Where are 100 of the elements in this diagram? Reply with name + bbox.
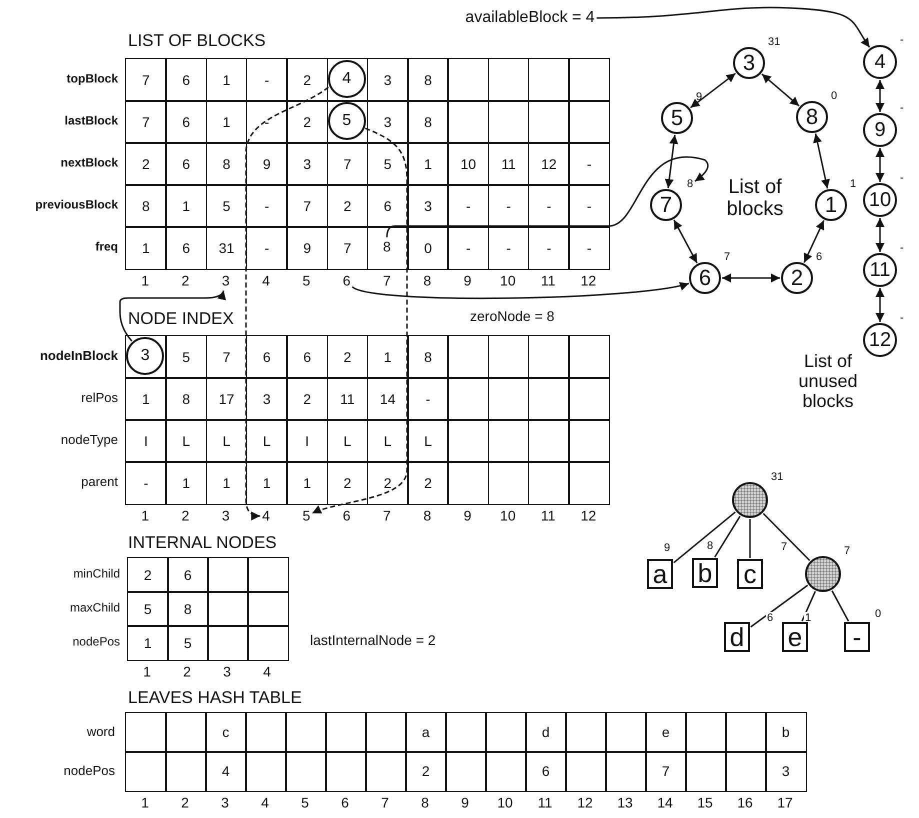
table-cell: 8	[167, 591, 208, 626]
table-cell: 2	[127, 557, 168, 592]
table-cell: L	[165, 419, 208, 462]
variable-note: availableBlock = 4	[465, 9, 595, 27]
table-cell: 5	[206, 184, 248, 228]
table-cell: L	[366, 419, 409, 462]
table-cell: 1	[206, 100, 248, 144]
table-cell: L	[407, 419, 449, 462]
table-cell: 2	[286, 377, 328, 420]
table-cell: 1	[366, 335, 409, 378]
table-cell: L	[246, 419, 288, 462]
column-index: 1	[143, 664, 151, 680]
table-cell: 1	[125, 226, 167, 270]
circled-value: 4	[328, 60, 366, 98]
column-index: 16	[737, 795, 753, 811]
table-cell: 31	[206, 226, 248, 270]
table-cell: 3	[765, 751, 806, 792]
column-index: 1	[141, 273, 150, 289]
frequency-label: 31	[771, 472, 784, 483]
table-cell: -	[246, 184, 288, 228]
column-index: 17	[777, 795, 793, 811]
list-caption: List of unused blocks	[797, 352, 859, 412]
column-index: 13	[617, 795, 633, 811]
table-title: LIST OF BLOCKS	[128, 32, 266, 51]
table-cell: 7	[326, 142, 368, 186]
dashed-arrow	[312, 128, 408, 514]
table-cell: 3	[407, 184, 449, 228]
column-index: 11	[540, 508, 556, 524]
row-header: parent	[81, 474, 118, 490]
table-cell: -	[568, 142, 610, 186]
table-title: INTERNAL NODES	[128, 534, 277, 553]
frequency-label: -	[900, 173, 904, 184]
column-index: 7	[383, 508, 391, 524]
table-cell: 5	[366, 142, 409, 186]
block-circle: 1	[815, 189, 847, 221]
table-cell: L	[206, 419, 248, 462]
column-index: 3	[223, 664, 231, 680]
block-circle: 4	[863, 45, 897, 79]
arrow	[352, 281, 690, 300]
table-cell: -	[246, 58, 288, 102]
table-cell: 5	[167, 625, 208, 660]
block-circle: 9	[863, 113, 897, 147]
arrow	[386, 156, 709, 238]
table-cell: b	[765, 712, 806, 752]
connector-line	[673, 511, 736, 564]
table-cell: 6	[366, 184, 409, 228]
table-cell: -	[125, 461, 167, 504]
table-cell: -	[528, 184, 570, 228]
frequency-label: -	[900, 243, 904, 254]
double-arrow	[690, 72, 736, 108]
column-index: 1	[141, 508, 150, 524]
variable-note: zeroNode = 8	[470, 309, 554, 324]
table-cell: e	[645, 712, 686, 752]
table-cell: 9	[286, 226, 328, 270]
table-cell: 9	[246, 142, 288, 186]
column-index: 4	[261, 795, 269, 811]
column-index: 4	[263, 664, 271, 680]
column-index: 10	[500, 273, 516, 289]
block-circle: 5	[661, 102, 693, 134]
column-index: 5	[302, 273, 310, 289]
table-cell: 2	[405, 751, 446, 792]
connector-line	[750, 584, 808, 628]
row-header: minChild	[73, 567, 120, 581]
table-cell: 8	[407, 335, 449, 378]
table-cell: 6	[525, 751, 566, 792]
table-cell: 8	[407, 58, 449, 102]
table-cell: -	[568, 184, 610, 228]
table-cell: 0	[407, 226, 449, 270]
column-index: 8	[421, 795, 429, 811]
row-header: maxChild	[70, 601, 120, 615]
circled-value: 3	[126, 337, 164, 375]
table-cell: 1	[407, 142, 449, 186]
double-arrow	[761, 74, 800, 106]
frequency-label: 7	[724, 252, 730, 263]
frequency-label: 31	[768, 37, 780, 48]
column-index: 2	[182, 273, 190, 289]
column-index: 10	[497, 795, 513, 811]
row-header: nodeType	[60, 432, 118, 448]
table-value: 8	[383, 239, 391, 255]
column-index: 12	[580, 508, 596, 524]
table-cell: 8	[125, 184, 167, 228]
row-header: word	[86, 724, 115, 739]
table-cell: -	[488, 226, 530, 270]
edge-label: 6	[766, 612, 774, 624]
frequency-label: -	[900, 35, 904, 46]
edge-label: 9	[662, 542, 672, 554]
row-header: nodeInBlock	[40, 348, 118, 364]
table-cell: 2	[326, 335, 368, 378]
block-circle: 2	[781, 262, 813, 294]
block-circle: 10	[863, 183, 897, 217]
row-header: freq	[95, 240, 118, 254]
table-cell: d	[525, 712, 566, 752]
table-cell: 1	[125, 377, 167, 420]
column-index: 14	[657, 795, 673, 811]
column-index: 7	[383, 273, 391, 289]
table-cell: 6	[246, 335, 288, 378]
frequency-label: 7	[844, 546, 850, 557]
table-cell: -	[447, 226, 490, 270]
block-circle: 6	[689, 262, 721, 294]
column-index: 5	[302, 508, 310, 524]
